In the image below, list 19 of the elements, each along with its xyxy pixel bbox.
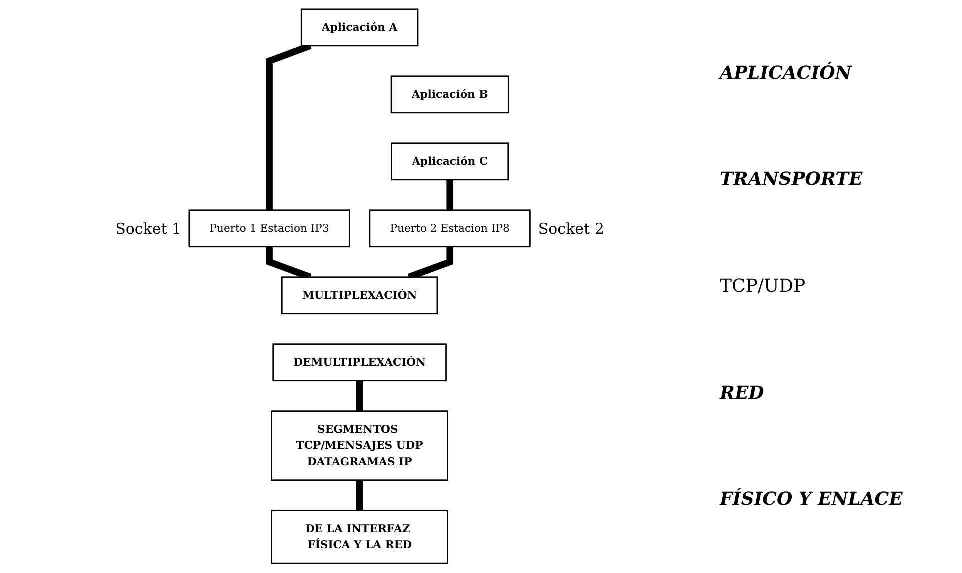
node-box: Puerto 1 Estacion IP3: [188, 210, 351, 248]
connector: [356, 480, 364, 511]
layer-name: FÍSICO Y ENLACE: [720, 489, 904, 510]
node-box: MULTIPLEXACIÓN: [282, 276, 438, 315]
node-box: DEMULTIPLEXACIÓN: [272, 344, 448, 382]
connector: [446, 180, 454, 210]
node-box: Puerto 2 Estacion IP8: [369, 210, 532, 248]
node-box: SEGMENTOS TCP/MENSAJES UDP DATAGRAMAS IP: [271, 410, 449, 482]
connector: [356, 380, 364, 412]
node-box: Aplicación A: [301, 8, 419, 47]
node-box: DE LA INTERFAZ FÍSICA Y LA RED: [271, 510, 449, 564]
layer-name: APLICACIÓN: [720, 62, 854, 84]
protocol-label: TCP/UDP: [720, 276, 807, 297]
socket-label: Socket 2: [538, 220, 604, 238]
layer-name: RED: [720, 382, 766, 404]
layer-name: TRANSPORTE: [720, 169, 864, 190]
node-box: Aplicación B: [391, 76, 510, 114]
socket-label: Socket 1: [116, 220, 182, 238]
node-box: Aplicación C: [391, 142, 510, 181]
